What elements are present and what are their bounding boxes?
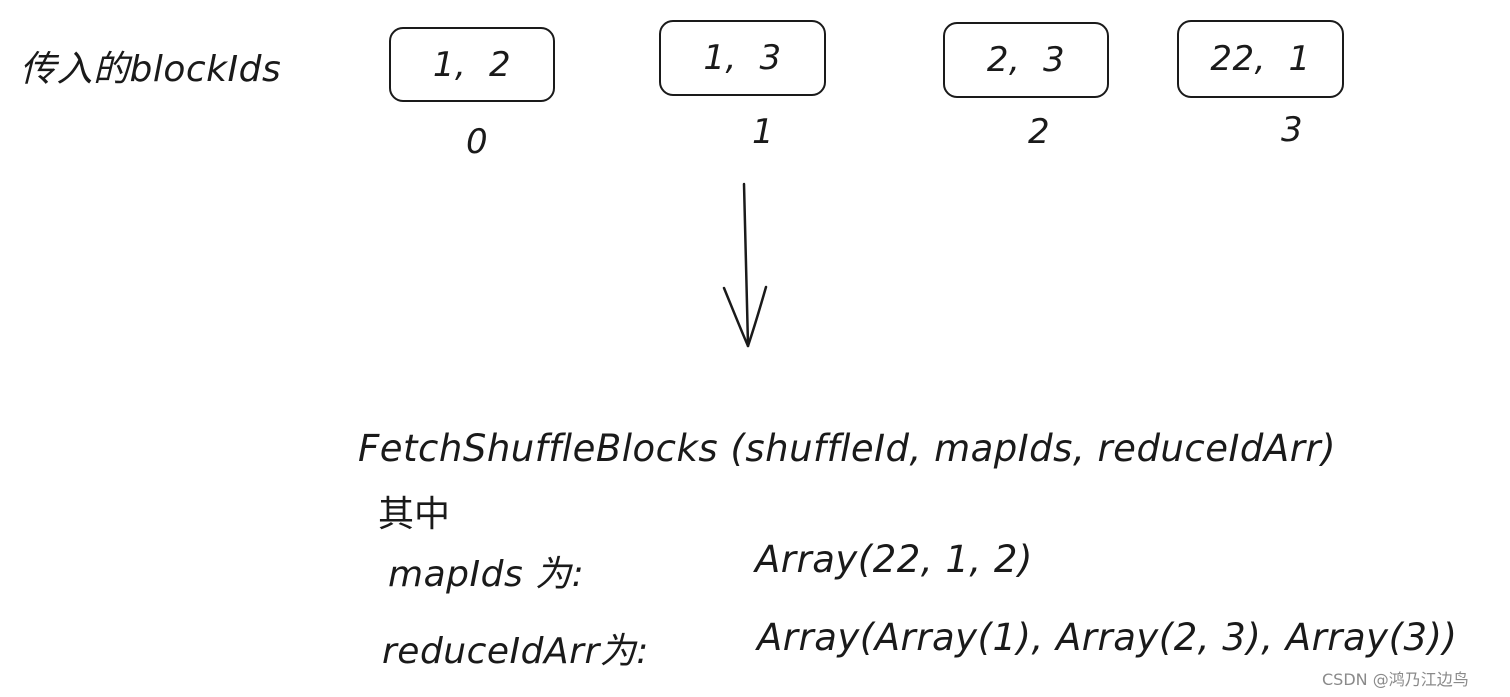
fetch-shuffle-blocks-signature: FetchShuffleBlocks (shuffleId, mapIds, r… xyxy=(358,427,1337,470)
reduce-id-arr-value: Array(Array(1), Array(2, 3), Array(3)) xyxy=(757,616,1458,659)
block-index-1: 1 xyxy=(752,112,775,152)
block-value-3: 22, 1 xyxy=(1210,39,1311,79)
block-index-3: 3 xyxy=(1281,110,1304,150)
among-label: 其中 xyxy=(378,494,451,535)
block-value-2: 2, 3 xyxy=(986,40,1066,80)
reduce-id-arr-label: reduceIdArr为: xyxy=(382,631,649,672)
block-value-0: 1, 2 xyxy=(432,44,512,85)
block-box-0: 1, 2 xyxy=(389,27,555,102)
block-value-1: 1, 3 xyxy=(703,38,782,78)
down-arrow-icon xyxy=(722,182,768,348)
block-box-2: 2, 3 xyxy=(943,22,1109,98)
map-ids-value: Array(22, 1, 2) xyxy=(755,538,1033,581)
block-index-0: 0 xyxy=(466,122,489,162)
block-index-2: 2 xyxy=(1028,112,1051,152)
block-box-1: 1, 3 xyxy=(659,20,826,96)
input-block-ids-label: 传入的blockIds xyxy=(20,49,282,90)
map-ids-label: mapIds 为: xyxy=(388,554,585,595)
block-box-3: 22, 1 xyxy=(1177,20,1344,98)
watermark: CSDN @鸿乃江边鸟 xyxy=(1322,670,1469,689)
